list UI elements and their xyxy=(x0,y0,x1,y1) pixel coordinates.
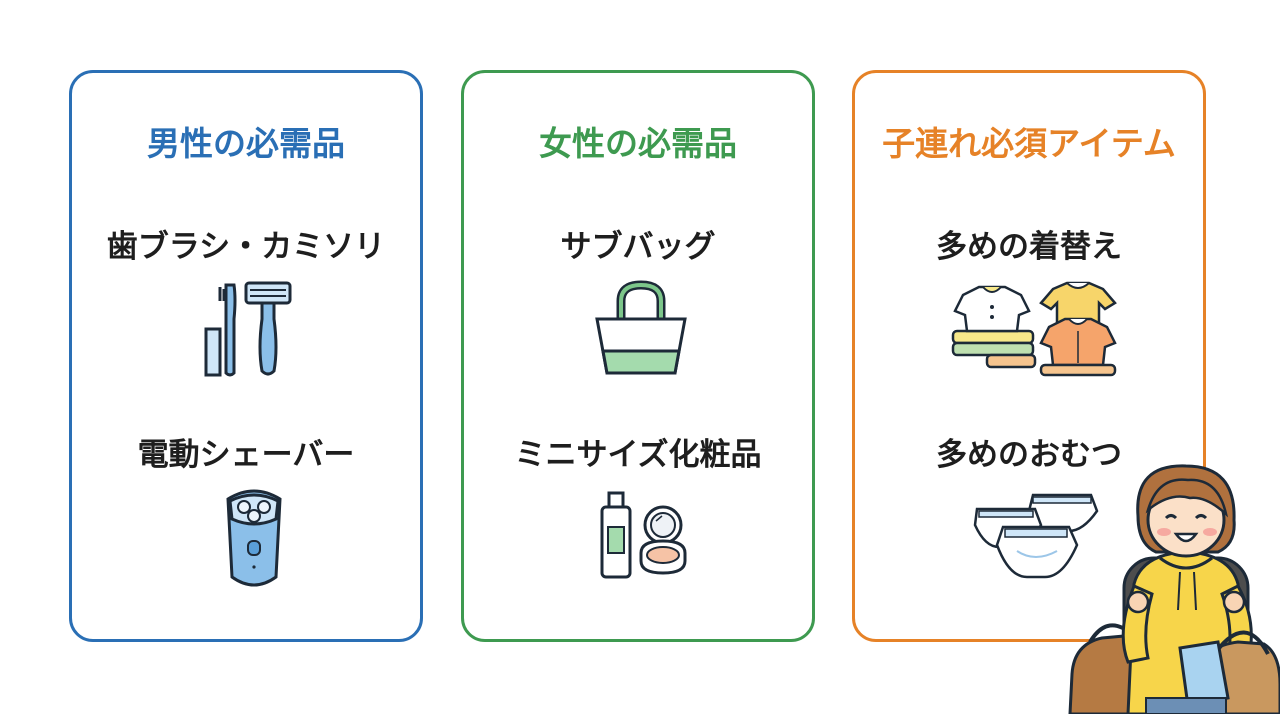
card-title: 男性の必需品 xyxy=(147,124,345,163)
tote-bag-icon xyxy=(595,280,687,375)
traveler-mom-illustration xyxy=(1068,464,1280,714)
electric-shaver-icon xyxy=(226,489,282,587)
toothbrush-razor-icon xyxy=(204,281,292,377)
item-label: 電動シェーバー xyxy=(137,437,355,473)
card-women: 女性の必需品 サブバッグ ミニサイズ化粧品 xyxy=(461,70,815,642)
item-label: ミニサイズ化粧品 xyxy=(514,437,762,473)
item-label: 歯ブラシ・カミソリ xyxy=(106,229,386,265)
item-label: 多めのおむつ xyxy=(936,437,1122,473)
item-label: サブバッグ xyxy=(560,229,716,265)
diapers-icon xyxy=(973,493,1099,579)
card-title: 子連れ必須アイテム xyxy=(882,124,1176,163)
card-men: 男性の必需品 歯ブラシ・カミソリ 電動シェーバー xyxy=(69,70,423,642)
kids-clothes-icon xyxy=(951,281,1117,377)
cosmetics-icon xyxy=(600,491,687,579)
item-label: 多めの着替え xyxy=(936,229,1122,265)
card-title: 女性の必需品 xyxy=(539,124,737,163)
